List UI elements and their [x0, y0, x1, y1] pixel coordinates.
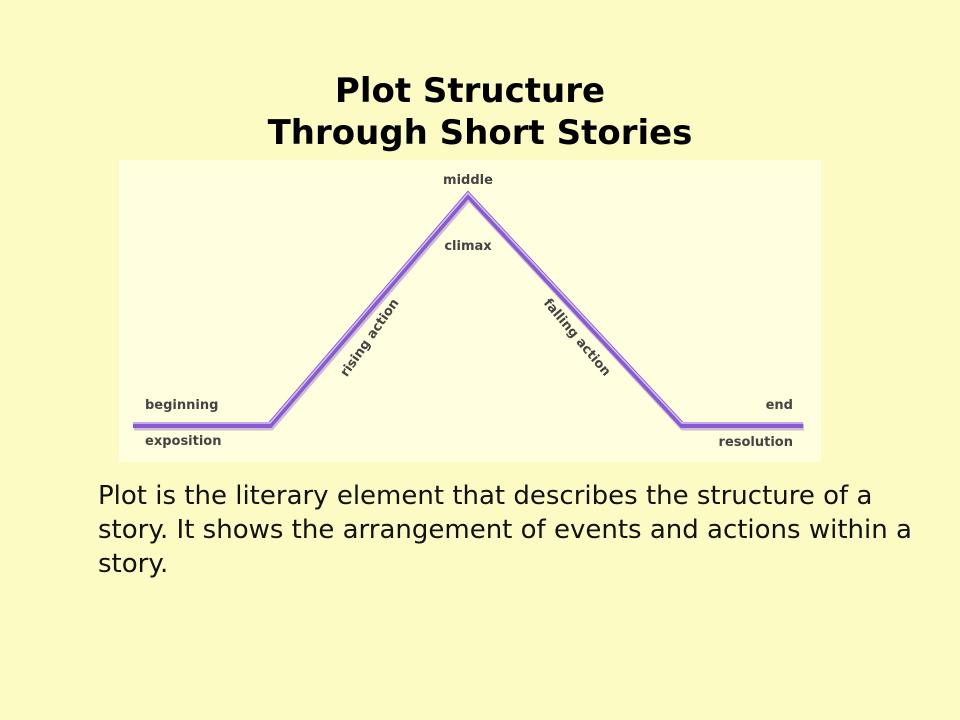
label-beginning: beginning: [145, 398, 218, 413]
diagram-background: [119, 160, 821, 462]
title-line-1: Plot Structure: [334, 71, 606, 111]
plot-line-highlight: [133, 191, 803, 424]
label-end: end: [766, 398, 793, 413]
plot-description: Plot is the literary element that descri…: [98, 481, 912, 579]
plot-diagram: middle climax rising action falling acti…: [119, 160, 821, 462]
label-resolution: resolution: [719, 435, 793, 450]
label-climax: climax: [444, 239, 492, 254]
plot-line: [133, 190, 803, 428]
slide-title: Plot Structure Through Short Stories: [0, 70, 960, 154]
title-line-2: Through Short Stories: [267, 113, 693, 153]
plot-diagram-svg: middle climax rising action falling acti…: [119, 160, 821, 462]
label-middle: middle: [443, 173, 493, 188]
label-exposition: exposition: [145, 434, 222, 449]
